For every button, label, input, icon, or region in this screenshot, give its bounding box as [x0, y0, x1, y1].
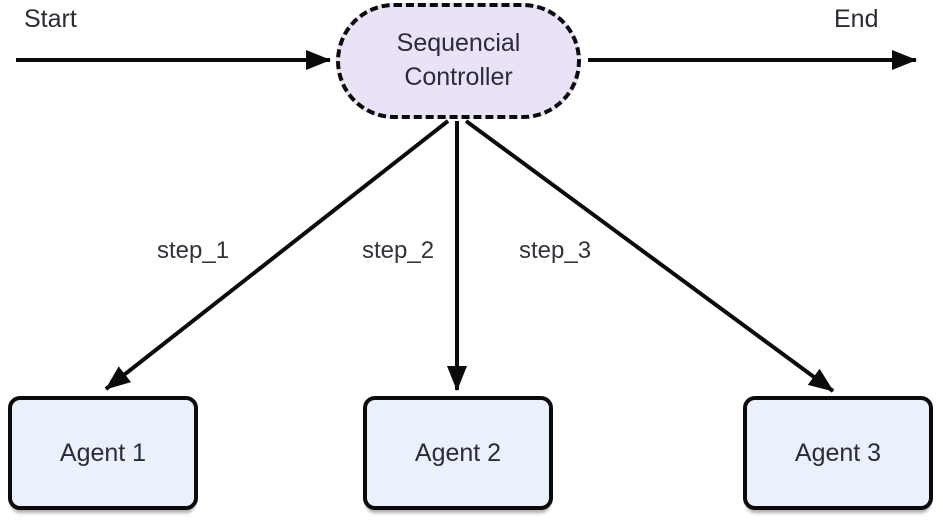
- controller-label-line2: Controller: [404, 63, 513, 91]
- node-agent-3: Agent 3: [743, 396, 933, 510]
- start-label: Start: [24, 5, 77, 33]
- node-agent-1: Agent 1: [8, 396, 198, 510]
- agent-1-label: Agent 1: [59, 438, 147, 467]
- edge-label-step-1: step_1: [155, 237, 232, 265]
- node-sequencial-controller: Sequencial Controller: [336, 3, 581, 119]
- end-label: End: [834, 5, 879, 33]
- agent-3-label: Agent 3: [794, 438, 882, 467]
- node-agent-2: Agent 2: [363, 396, 553, 510]
- edge-label-step-3: step_3: [517, 237, 594, 265]
- agent-2-label: Agent 2: [414, 438, 502, 467]
- edge-label-step-2: step_2: [360, 237, 437, 265]
- controller-label-line1: Sequencial: [396, 29, 521, 58]
- controller-label: Sequencial Controller: [397, 27, 521, 95]
- edge-controller-to-agent-3: [464, 119, 835, 393]
- edge-controller-to-agent-1: [104, 119, 450, 391]
